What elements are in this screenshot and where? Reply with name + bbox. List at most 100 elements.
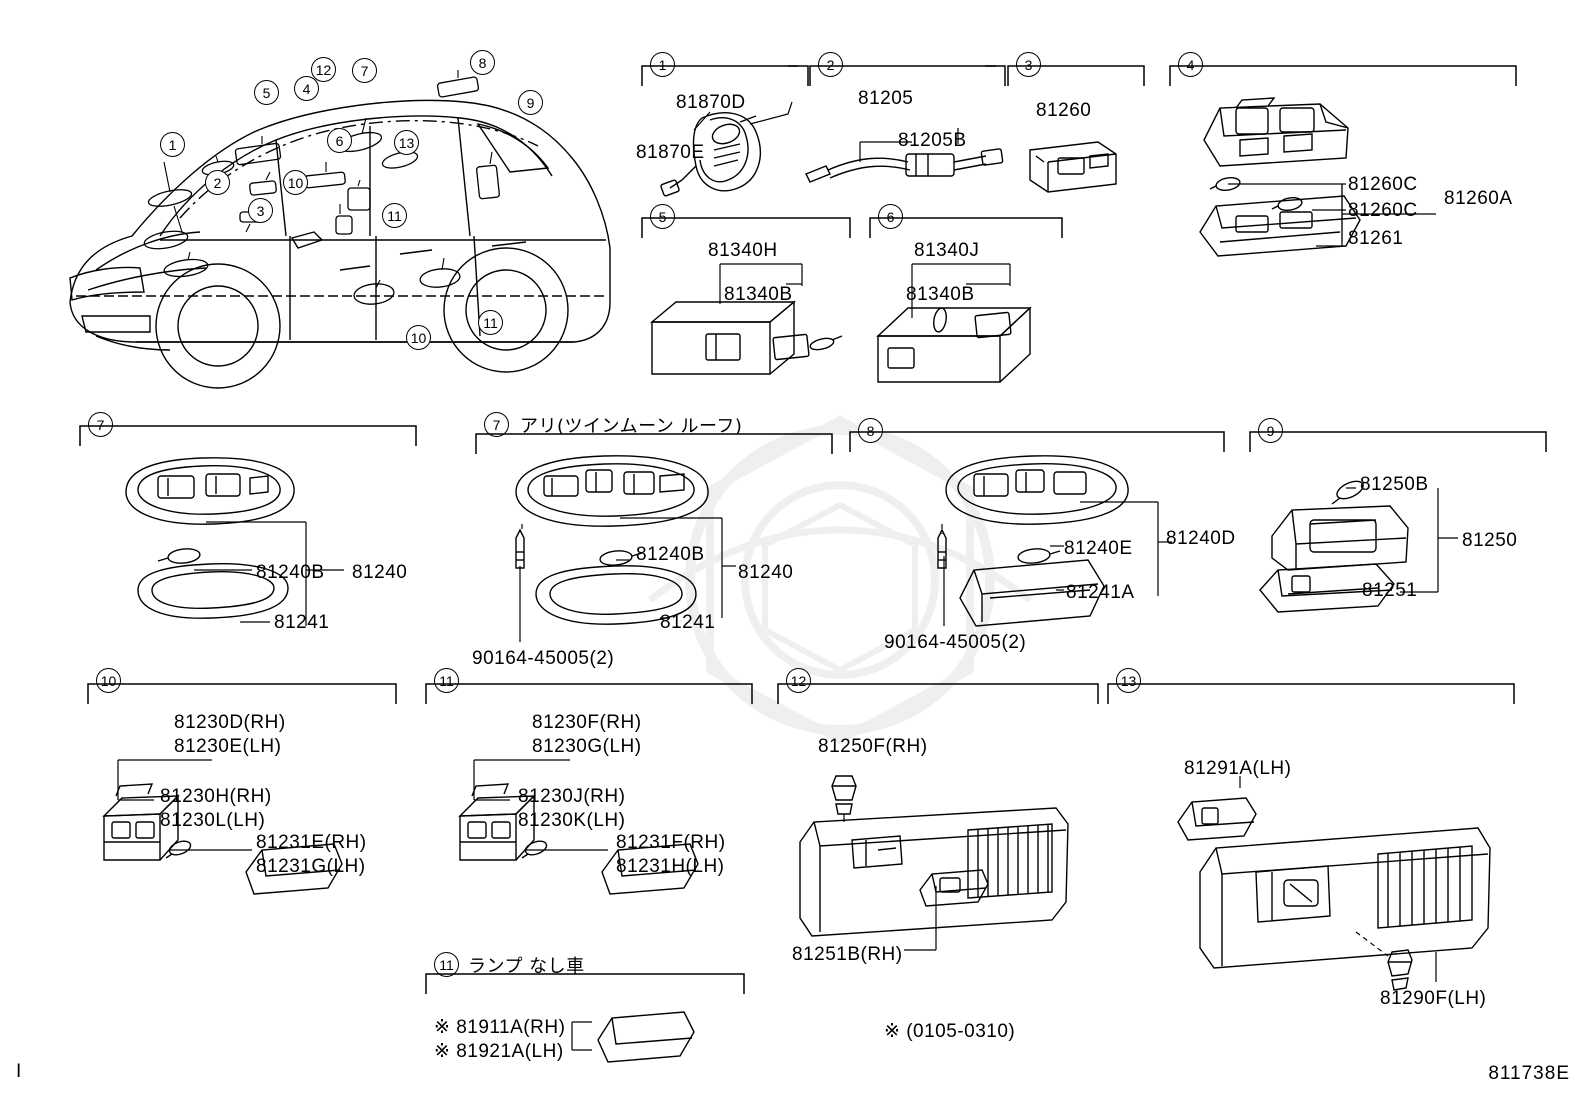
footnote-period: ※ (0105-0310) <box>884 1021 1016 1042</box>
vehicle-callout-2: 2 <box>205 170 230 195</box>
group-12-bracket <box>777 683 1099 704</box>
label-81870D: 81870D <box>676 92 746 113</box>
vehicle-illustration <box>69 99 611 389</box>
label-81261: 81261 <box>1348 228 1404 249</box>
vehicle-callout-12: 12 <box>311 57 336 82</box>
part-81340J-drawing <box>876 306 1032 383</box>
label-81260C-lower: 81260C <box>1348 200 1418 221</box>
group-6-callout: 6 <box>878 204 903 229</box>
group-11b-bracket <box>425 973 745 994</box>
label-81251B-RH: 81251B(RH) <box>792 944 903 965</box>
label-81205B: 81205B <box>898 130 967 151</box>
label-90164-45005-twin: 90164-45005(2) <box>472 648 615 669</box>
part-81230F-drawing <box>458 783 699 895</box>
part-81240D-drawing <box>937 455 1129 627</box>
label-81240-twin: 81240 <box>738 562 794 583</box>
leaders-group-4 <box>1228 183 1436 247</box>
leaders-group-7b <box>616 517 736 619</box>
vehicle-callout-5: 5 <box>254 80 279 105</box>
group-6-bracket <box>869 217 1063 238</box>
label-90164-45005-8: 90164-45005(2) <box>884 632 1027 653</box>
leader-81870D <box>693 111 711 131</box>
part-81911A-drawing <box>597 1011 695 1063</box>
label-81250F-RH: 81250F(RH) <box>818 736 928 757</box>
group-8-bracket <box>849 431 1225 452</box>
group-7a-callout: 7 <box>88 412 113 437</box>
group-1-bracket <box>641 65 798 86</box>
vehicle-callout-10b: 10 <box>406 325 431 350</box>
vehicle-callout-13: 13 <box>394 130 419 155</box>
group-1-bracket-right <box>788 65 809 86</box>
leaders-group-6 <box>911 263 1011 318</box>
leader-81290F <box>1435 952 1437 982</box>
label-81290F-LH: 81290F(LH) <box>1380 988 1487 1009</box>
group-7a-bracket <box>79 425 417 446</box>
label-81340B: 81340B <box>724 284 793 305</box>
leaders-group-8 <box>1050 501 1172 596</box>
label-81340H: 81340H <box>708 240 778 261</box>
vehicle-callout-7: 7 <box>352 58 377 83</box>
vehicle-callout-11b: 11 <box>478 310 503 335</box>
label-81870E: 81870E <box>636 142 705 163</box>
group-5-bracket <box>641 217 851 238</box>
label-81260A: 81260A <box>1444 188 1513 209</box>
label-81241: 81241 <box>274 612 330 633</box>
vehicle-part-markers <box>143 70 500 305</box>
leaders-group-5 <box>719 263 803 304</box>
part-81230D-drawing <box>102 783 343 895</box>
label-81230J-RH: 81230J(RH) <box>518 786 626 807</box>
vehicle-callout-4: 4 <box>294 76 319 101</box>
label-81250: 81250 <box>1462 530 1518 551</box>
group-8-callout: 8 <box>858 418 883 443</box>
label-81241-twin: 81241 <box>660 612 716 633</box>
vehicle-callout-8: 8 <box>470 50 495 75</box>
group-2-bracket-right <box>985 65 1006 86</box>
label-81340B-j: 81340B <box>906 284 975 305</box>
part-81291A-drawing <box>1177 797 1491 991</box>
group-7b-title: アリ(ツインムーン ルーフ) <box>520 416 743 437</box>
leaders-group-11 <box>473 759 608 851</box>
part-81870D-drawing <box>660 101 793 197</box>
part-81250F-drawing <box>799 775 1069 937</box>
group-9-bracket <box>1249 431 1547 452</box>
group-4-bracket <box>1169 65 1517 86</box>
label-81911A-RH: ※ 81911A(RH) <box>434 1017 566 1038</box>
sheet-code: 811738E <box>1488 1063 1570 1084</box>
label-81205: 81205 <box>858 88 914 109</box>
label-81240E: 81240E <box>1064 538 1133 559</box>
label-81230L-LH: 81230L(LH) <box>160 810 266 831</box>
group-13-bracket <box>1107 683 1515 704</box>
group-11b-callout: 11 <box>434 952 459 977</box>
leaders-group-7a <box>194 521 344 626</box>
vehicle-callout-6: 6 <box>327 128 352 153</box>
part-81240-drawing <box>125 457 295 619</box>
label-81241A: 81241A <box>1066 582 1135 603</box>
leader-81251B <box>904 886 937 951</box>
part-81240-twin-drawing <box>515 455 709 625</box>
part-81205-drawing <box>805 141 1004 183</box>
vehicle-callout-11a: 11 <box>382 203 407 228</box>
watermark-logo <box>647 415 1033 745</box>
group-4-callout: 4 <box>1178 52 1203 77</box>
label-81230F-RH: 81230F(RH) <box>532 712 642 733</box>
left-margin-mark: I <box>16 1061 22 1082</box>
group-7b-callout: 7 <box>484 412 509 437</box>
label-81230E-LH: 81230E(LH) <box>174 736 282 757</box>
label-81240B: 81240B <box>256 562 325 583</box>
group-3-callout: 3 <box>1016 52 1041 77</box>
group-2-callout: 2 <box>818 52 843 77</box>
part-81340H-drawing <box>650 300 843 375</box>
label-81260C-upper: 81260C <box>1348 174 1418 195</box>
label-81230H-RH: 81230H(RH) <box>160 786 272 807</box>
part-81260A-drawing <box>1199 97 1361 257</box>
group-9-callout: 9 <box>1258 418 1283 443</box>
label-81260: 81260 <box>1036 100 1092 121</box>
label-81230D-RH: 81230D(RH) <box>174 712 286 733</box>
vehicle-callout-10a: 10 <box>283 170 308 195</box>
label-81251: 81251 <box>1362 580 1418 601</box>
label-81240D: 81240D <box>1166 528 1236 549</box>
leader-81205B <box>957 128 959 144</box>
leaders-group-9 <box>1346 487 1458 593</box>
group-5-callout: 5 <box>650 204 675 229</box>
group-11-callout: 11 <box>434 668 459 693</box>
